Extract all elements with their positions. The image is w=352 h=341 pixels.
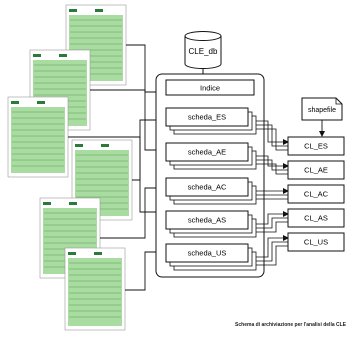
scheda-us-label: scheda_US (188, 249, 227, 258)
layer-cl-as-label: CL_AS (304, 214, 328, 223)
layer-cl-as: CL_AS (287, 208, 345, 228)
shapefile-document: shapefile (301, 97, 343, 121)
form-thumbnails (7, 4, 133, 331)
database-label: CLE_db (189, 47, 218, 56)
form-connectors (68, 44, 165, 291)
layer-connectors (256, 120, 289, 266)
shapefile-label: shapefile (308, 107, 336, 114)
scheda-ae-label: scheda_AE (188, 148, 226, 157)
form-thumbnail (64, 247, 126, 331)
scheda-ac-label: scheda_AC (188, 183, 227, 192)
database-cylinder: CLE_db (184, 31, 222, 69)
layer-cl-us: CL_US (287, 232, 345, 252)
scheda-es: scheda_ES (165, 107, 257, 135)
diagram-caption: Schema di archiviazione per l'analisi de… (235, 322, 346, 328)
layer-cl-ac: CL_AC (287, 184, 345, 204)
scheda-ae: scheda_AE (165, 142, 257, 170)
form-thumbnail (7, 96, 69, 178)
scheda-ac: scheda_AC (165, 177, 257, 205)
scheda-es-label: scheda_ES (188, 113, 226, 122)
layer-cl-us-label: CL_US (304, 238, 328, 247)
layer-cl-ae-label: CL_AE (304, 166, 328, 175)
scheda-us: scheda_US (165, 243, 257, 271)
layer-cl-ae: CL_AE (287, 160, 345, 180)
layer-cl-ac-label: CL_AC (304, 190, 329, 199)
index-box: Indice (165, 79, 255, 96)
layer-cl-es-label: CL_ES (304, 142, 328, 151)
scheda-as-label: scheda_AS (188, 216, 226, 225)
layer-cl-es: CL_ES (287, 136, 345, 156)
index-label: Indice (200, 84, 220, 93)
scheda-as: scheda_AS (165, 210, 257, 238)
